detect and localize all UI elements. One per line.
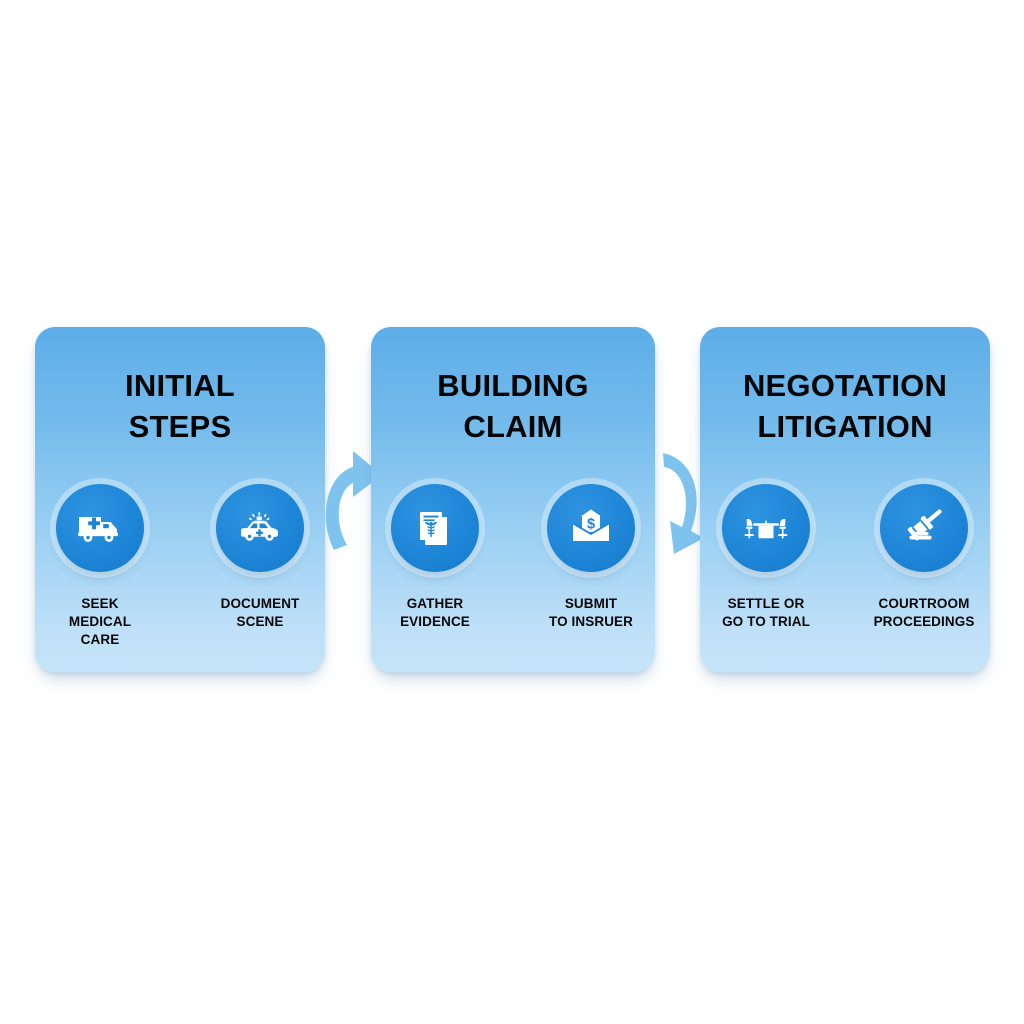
svg-text:$: $ [587, 517, 595, 533]
stage-item-row: SETTLE OR GO TO TRIAL [700, 484, 990, 631]
ambulance-icon [75, 503, 125, 553]
icon-badge: $ [547, 484, 635, 572]
negotiation-table-icon [740, 502, 792, 554]
stage-item: DOCUMENT SCENE [201, 484, 319, 649]
stage-title: BUILDING CLAIM [437, 368, 589, 445]
stage-title: INITIAL STEPS [125, 368, 235, 445]
stage-item-caption: SETTLE OR GO TO TRIAL [722, 596, 810, 630]
stage-item: SEEK MEDICAL CARE [41, 484, 159, 649]
icon-badge [391, 484, 479, 572]
stage-panel-initial-steps: INITIAL STEPS [35, 327, 325, 672]
stage-item: GATHER EVIDENCE [376, 484, 494, 631]
police-car-icon [235, 503, 285, 553]
gavel-icon [899, 503, 949, 553]
stage-item-row: GATHER EVIDENCE $ SUBMIT TO INSRUER [371, 484, 655, 631]
stage-item: SETTLE OR GO TO TRIAL [707, 484, 825, 631]
medical-records-icon [411, 504, 459, 552]
stage-item-caption: DOCUMENT SCENE [220, 596, 300, 630]
arrow-stage2-to-stage3 [648, 445, 718, 560]
icon-badge [56, 484, 144, 572]
icon-badge [216, 484, 304, 572]
stage-panel-building-claim: BUILDING CLAIM [371, 327, 655, 672]
money-envelope-icon: $ [566, 503, 616, 553]
stage-title: NEGOTATION LITIGATION [742, 368, 948, 445]
stage-item-caption: SUBMIT TO INSRUER [548, 596, 633, 630]
stage-item: COURTROOM PROCEEDINGS [865, 484, 983, 631]
stage-panel-negotiation-litigation: NEGOTATION LITIGATION [700, 327, 990, 672]
stage-item: $ SUBMIT TO INSRUER [532, 484, 650, 631]
stage-item-caption: SEEK MEDICAL CARE [68, 596, 132, 648]
icon-badge [722, 484, 810, 572]
stage-item-caption: COURTROOM PROCEEDINGS [873, 596, 975, 630]
arrow-stage1-to-stage2 [320, 445, 390, 560]
icon-badge [880, 484, 968, 572]
stage-item-caption: GATHER EVIDENCE [400, 596, 470, 630]
stage-item-row: SEEK MEDICAL CARE [35, 484, 325, 649]
